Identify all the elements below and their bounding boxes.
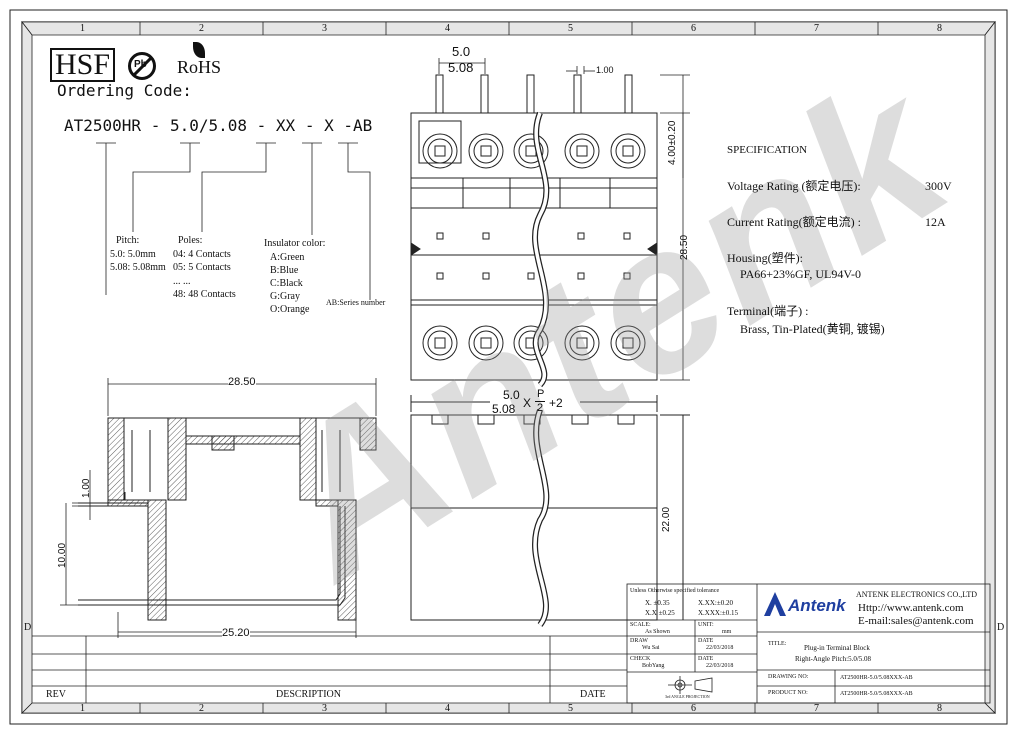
pitch-line: 5.0: 5.0mm (110, 249, 156, 260)
ordering-label: Ordering Code: (57, 81, 192, 100)
projection-label: 3rd ANGLE PROJECTION (665, 694, 710, 699)
insulator-line: G:Gray (270, 291, 300, 302)
insulator-line: C:Black (270, 278, 303, 289)
poles-line: 48: 48 Contacts (173, 289, 236, 300)
dim-formula-1: 5.0 (503, 388, 520, 402)
terminal-label: Terminal(端子) : (727, 304, 809, 318)
ordering-code: AT2500HR - 5.0/5.08 - XX - X -AB (64, 116, 373, 135)
antenk-logo: Antenk (788, 596, 846, 615)
check-label: CHECK (630, 656, 651, 662)
dim-formula-plus: +2 (549, 396, 563, 410)
dim-pin-height: 4.00±0.20 (667, 120, 678, 165)
date-label-2: DATE (698, 656, 714, 662)
housing-label: Housing(塑件): (727, 251, 803, 265)
tolerance-2: X.XX:±0.20 (698, 599, 733, 607)
col-label: 4 (445, 703, 450, 714)
current-value: 12A (925, 215, 946, 229)
date-label-1: DATE (698, 638, 714, 644)
leaf-icon (193, 42, 205, 58)
col-label: 7 (814, 23, 819, 34)
tolerance-title: Unless Otherwise specified tolerance (630, 588, 720, 594)
product-no-label: PRODUCT NO: (768, 690, 808, 696)
rev-label: REV (46, 689, 66, 700)
col-label: 8 (937, 703, 942, 714)
spec-title: SPECIFICATION (727, 144, 808, 156)
product-no: AT2500HR-5.0/5.08XXX-AB (840, 691, 913, 697)
draw-value: Wu Sai (642, 645, 660, 651)
scale-value: As Shown (645, 629, 670, 635)
dim-pitch-2: 5.08 (448, 60, 474, 75)
dim-side-h2: 10.00 (57, 542, 68, 568)
company-http: Http://www.antenk.com (858, 602, 964, 614)
insulator-line: B:Blue (270, 265, 299, 276)
title-label: TITLE: (768, 641, 787, 647)
voltage-label: Voltage Rating (额定电压): (727, 179, 861, 193)
col-label: 5 (568, 703, 573, 714)
poles-line: ... ... (173, 276, 191, 287)
col-label: 2 (199, 703, 204, 714)
dim-height: 28.50 (679, 234, 690, 260)
poles-title: Poles: (178, 235, 203, 246)
dim-side-h1: 1.00 (81, 478, 92, 498)
col-label: 4 (445, 23, 450, 34)
insulator-line: O:Orange (270, 304, 310, 315)
housing-value: PA66+23%GF, UL94V-0 (740, 267, 861, 281)
voltage-value: 300V (925, 179, 952, 193)
dim-pin-width: 1.00 (596, 65, 614, 75)
poles-line: 05: 5 Contacts (173, 262, 231, 273)
dim-formula-p: P (537, 388, 545, 400)
tolerance-3: X.X ±0.25 (645, 609, 675, 617)
hsf-badge: HSF (50, 48, 116, 82)
tolerance-1: X. ±0.35 (645, 599, 670, 607)
col-label: 5 (568, 23, 573, 34)
date-value-1: 22/03/2018 (706, 645, 734, 651)
title-line-2: Right-Angle Pitch:5.0/5.08 (795, 655, 872, 663)
series-note: AB:Series number (326, 298, 386, 307)
col-label: 6 (691, 23, 696, 34)
description-label: DESCRIPTION (276, 689, 342, 700)
draw-label: DRAW (630, 638, 648, 644)
poles-line: 04: 4 Contacts (173, 249, 231, 260)
dim-formula-2d: 2 (537, 402, 544, 414)
dim-formula-x: X (523, 396, 532, 410)
col-label: 2 (199, 23, 204, 34)
current-label: Current Rating(额定电流) : (727, 215, 861, 229)
dim-side-width: 28.50 (228, 376, 256, 388)
drawing-no-label: DRAWING NO: (768, 674, 809, 680)
date-value-2: 22/03/2018 (706, 663, 734, 669)
pitch-line: 5.08: 5.08mm (110, 262, 166, 273)
drawing-no: AT2500HR-5.0/5.08XXX-AB (840, 675, 913, 681)
unit-label: UNIT: (698, 622, 714, 628)
col-label: 3 (322, 703, 327, 714)
rohs-label: RoHS (177, 57, 222, 77)
col-label: 1 (80, 703, 85, 714)
company-name: ANTENK ELECTRONICS CO.,LTD (856, 590, 978, 599)
row-label-left: D (24, 622, 32, 633)
dim-depth: 22.00 (661, 506, 672, 532)
dim-side-base: 25.20 (222, 627, 250, 639)
no-pb-icon: Pb (128, 52, 156, 80)
pitch-title: Pitch: (116, 235, 140, 246)
dim-formula-2: 5.08 (492, 402, 516, 416)
unit-value: mm (722, 629, 732, 635)
insulator-title: Insulator color: (264, 238, 326, 249)
dim-pitch-1: 5.0 (452, 44, 471, 59)
col-label: 1 (80, 23, 85, 34)
tolerance-4: X.XXX:±0.15 (698, 609, 739, 617)
scale-label: SCALE: (630, 622, 651, 628)
col-label: 7 (814, 703, 819, 714)
title-line-1: Plug-in Terminal Block (804, 644, 870, 652)
row-label-right: D (997, 622, 1005, 633)
check-value: BobYang (642, 663, 665, 669)
col-label: 8 (937, 23, 942, 34)
company-email: E-mail:sales@antenk.com (858, 615, 974, 627)
col-label: 3 (322, 23, 327, 34)
date-label: DATE (580, 689, 606, 700)
terminal-value: Brass, Tin-Plated(黄铜, 镀锡) (740, 322, 885, 336)
insulator-line: A:Green (270, 252, 305, 263)
col-label: 6 (691, 703, 696, 714)
